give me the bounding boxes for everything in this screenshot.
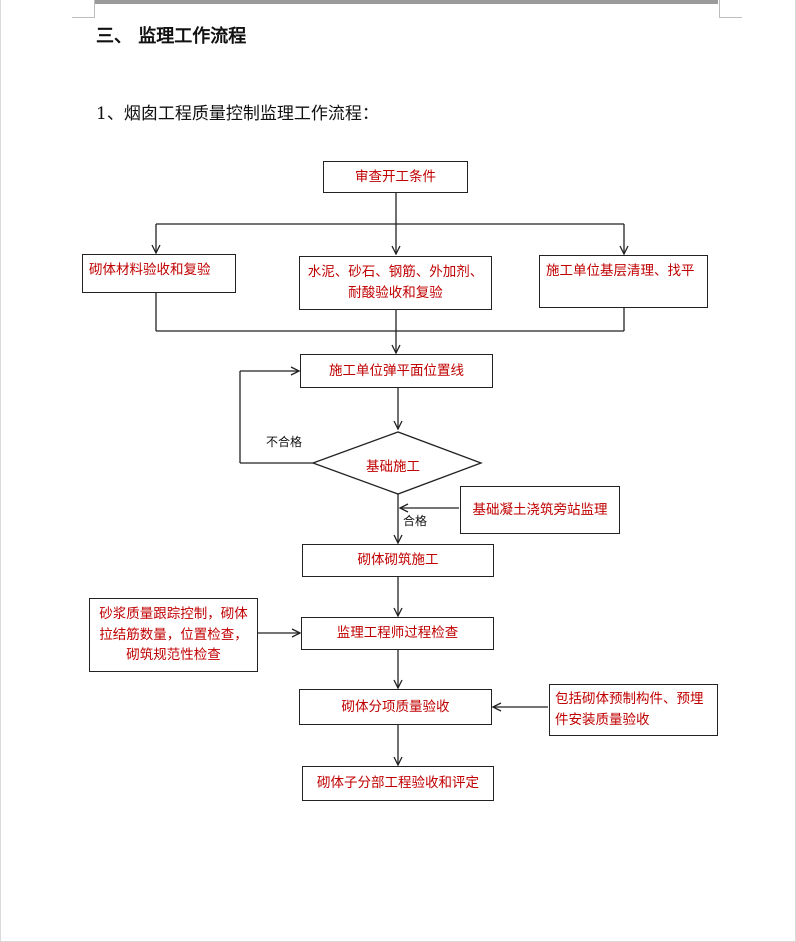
node-sub-item-accept: 砌体分项质量验收 [299,689,492,725]
node-cement-materials: 水泥、砂石、钢筋、外加剂、 耐酸验收和复验 [299,256,492,310]
node-review-start: 审查开工条件 [323,161,468,193]
node-subdivision-accept: 砌体子分部工程验收和评定 [302,766,494,801]
node-label: 包括砌体预制构件、预埋 [555,691,704,707]
node-base-clean: 施工单位基层清理、找平 [539,255,708,308]
node-label: 水泥、砂石、钢筋、外加剂、 [307,264,484,281]
node-label: 拉结筋数量，位置检查， [99,626,248,643]
fail-label: 不合格 [266,435,303,449]
node-mortar-control: 砂浆质量跟踪控制，砌体 拉结筋数量，位置检查， 砌筑规范性检查 [89,598,258,672]
pass-label: 合格 [403,514,428,528]
node-label: 砌体砌筑施工 [357,552,439,569]
node-label: 砌筑规范性检查 [126,647,221,664]
node-prefab-accept: 包括砌体预制构件、预埋 件安装质量验收 [549,684,718,736]
node-label: 施工单位基层清理、找平 [546,263,695,279]
node-label: 件安装质量验收 [555,711,650,728]
section-heading: 三、 监理工作流程 [96,26,247,47]
node-label: 施工单位弹平面位置线 [329,362,464,379]
node-layout-line: 施工单位弹平面位置线 [300,354,493,388]
node-label: 耐酸验收和复验 [348,285,443,301]
node-supervisor-check: 监理工程师过程检查 [301,617,494,650]
decision-diamond [311,431,483,495]
node-label: 砌体材料验收和复验 [89,262,211,278]
node-label: 砌体子分部工程验收和评定 [317,775,479,792]
node-foundation-label: 基础施工 [366,459,420,475]
sub-heading: 1、烟囱工程质量控制监理工作流程： [96,104,379,124]
page-top-border [95,0,718,4]
node-label: 监理工程师过程检查 [336,625,459,642]
margin-corner-mark [72,0,95,18]
node-masonry-material: 砌体材料验收和复验 [82,254,236,293]
page-edge [0,0,1,942]
margin-corner-mark [719,0,742,18]
node-label: 砂浆质量跟踪控制，砌体 [99,605,248,622]
node-concrete-monitor: 基础凝土浇筑旁站监理 [460,486,620,534]
node-label: 基础凝土浇筑旁站监理 [472,501,608,518]
node-label: 砌体分项质量验收 [341,698,450,715]
node-label: 审查开工条件 [355,168,436,185]
node-masonry-build: 砌体砌筑施工 [302,544,494,577]
